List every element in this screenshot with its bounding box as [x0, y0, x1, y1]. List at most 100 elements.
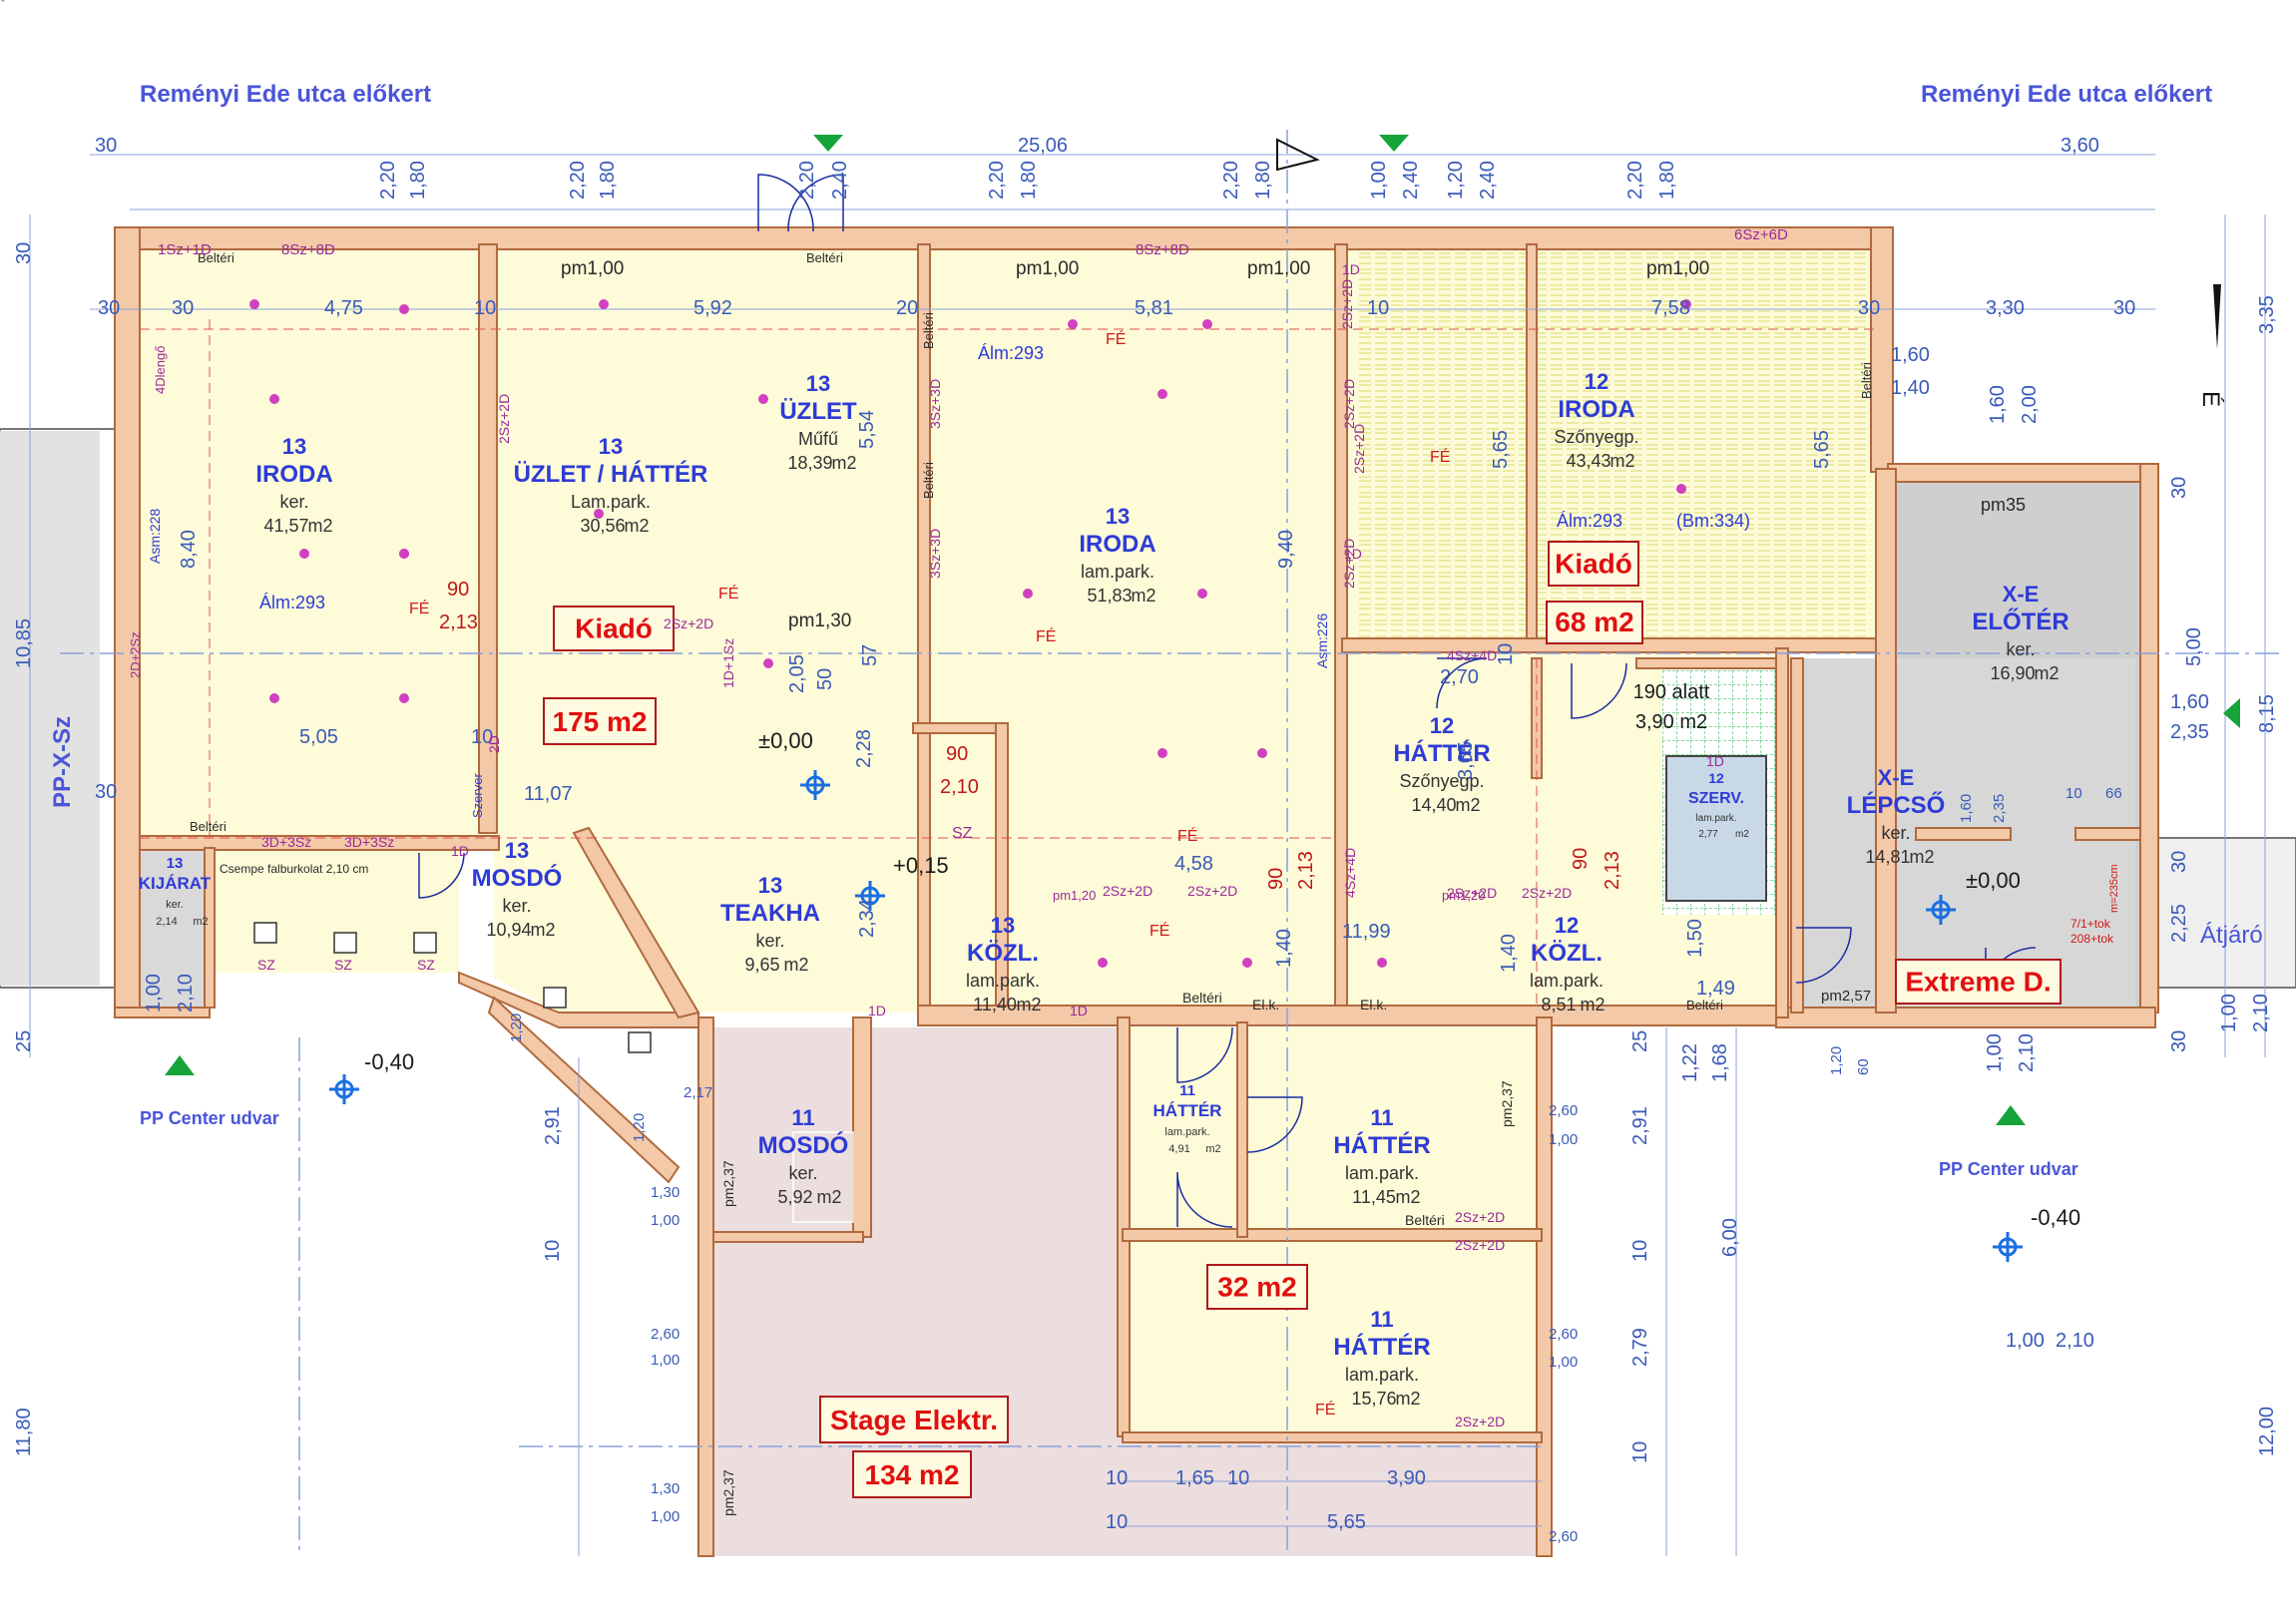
annotation-label: FÉ [409, 599, 429, 617]
dimension-label: 10 [542, 1240, 564, 1262]
annotation-label: 8Sz+8D [281, 241, 335, 258]
room-area: 16,90 [1990, 663, 2035, 683]
room-area-unit: m2 [530, 920, 555, 940]
room-number: 13 [282, 434, 306, 459]
annotation-label: 1D [1342, 261, 1360, 277]
dimension-label: 1,80 [1018, 161, 1040, 200]
room-area: 18,39 [787, 453, 832, 473]
dimension-label: 2,34 [856, 899, 878, 938]
dimension-label: 3,65 [1455, 741, 1477, 780]
level-marker-icon [329, 770, 2023, 1262]
room-area-unit: m2 [1395, 1187, 1420, 1207]
room-floor: ker. [1881, 823, 1910, 843]
dimension-label: 1,60 [1958, 794, 1975, 823]
dimension-label: 30 [95, 781, 117, 803]
dimension-label: 30 [95, 135, 117, 157]
annotation-label: Beltéri [190, 819, 227, 834]
annotation-label: (Bm:334) [1676, 511, 1750, 531]
room-floor: ker. [788, 1163, 817, 1183]
dimension-label: 2,70 [1440, 666, 1479, 688]
room-number: 12 [1708, 770, 1724, 786]
room-floor: lam.park. [1695, 813, 1736, 824]
annotation-label: pm1,20 [1442, 888, 1485, 903]
dimension-label: 6,00 [1719, 1218, 1741, 1257]
annotation-label: SZ [334, 957, 352, 973]
dimension-label: 2,60 [1549, 1528, 1578, 1545]
dimension-label: 2,40 [1400, 161, 1422, 200]
room-number: 11 [1179, 1082, 1195, 1099]
dimension-label: 2,00 [2019, 385, 2041, 424]
room-floor: ker. [2006, 639, 2035, 659]
annotation-label: 4Sz+4D [1342, 848, 1358, 898]
dimension-label: 25 [1629, 1030, 1651, 1052]
annotation-label: 2D [486, 735, 502, 753]
annotation-label: 2Sz+2D [664, 615, 713, 631]
room-area: 8,51 [1541, 995, 1576, 1014]
room-number: X-E [1878, 765, 1915, 790]
dimension-label: 10 [1629, 1441, 1651, 1463]
dimension-label: 2,13 [439, 611, 478, 633]
room-area: 9,65 [744, 955, 779, 975]
dimension-label: 1,30 [651, 1480, 680, 1497]
dimension-label: 30 [1858, 297, 1880, 319]
dimension-label: 2,10 [175, 974, 197, 1013]
room-floor: lam.park. [1345, 1163, 1419, 1183]
dimension-label: 2,20 [796, 161, 818, 200]
room-floor: ker. [502, 896, 531, 916]
annotation-label: Beltéri [921, 312, 936, 349]
dimension-label: 1,50 [1684, 919, 1706, 958]
room-area: 30,56 [580, 516, 625, 536]
annotation-label: pm1,00 [2, 1, 6, 3]
annotation-label: 4Sz+4D [1447, 647, 1497, 663]
dimension-label: 2,20 [377, 161, 399, 200]
dimension-label: 4,75 [324, 297, 363, 319]
dimension-label: 50 [814, 668, 836, 690]
level-floor-main: ±0,00 [758, 728, 813, 753]
room-floor: ker. [755, 931, 784, 951]
axis-lines [60, 130, 2285, 1556]
annotation-label: FÉ [1036, 626, 1056, 645]
level-step: +0,15 [893, 853, 949, 878]
room-fills [120, 244, 2140, 1556]
annotation-label: FÉ [718, 584, 738, 603]
annotation-label: 6Sz+6D [1734, 226, 1788, 243]
annotation-label: 7/1+tok [2070, 917, 2111, 931]
dimension-label: 1,22 [1679, 1043, 1701, 1082]
room-name: ÜZLET [779, 398, 857, 425]
dimension-label: 25 [13, 1030, 35, 1052]
dimension-label: 9,40 [1275, 530, 1297, 569]
dimension-label: 8,40 [178, 530, 200, 569]
dimension-label: 30 [2168, 1030, 2190, 1052]
room-name: IRODA [1558, 396, 1634, 423]
area-box-frame [1548, 541, 1639, 587]
courtyard-label-right: PP Center udvar [1939, 1159, 2078, 1179]
room-area-unit: m2 [193, 916, 208, 928]
annotation-label: 208+tok [2070, 932, 2114, 946]
annotation-label: FÉ [1149, 921, 1169, 940]
dimension-label: 2,20 [1220, 161, 1242, 200]
dimension-label: 1,30 [651, 1184, 680, 1201]
dimension-label: 2,13 [1602, 851, 1623, 890]
level-ext-right: -0,40 [2031, 1205, 2080, 1230]
dimension-label: 2,10 [2250, 994, 2272, 1032]
room-floor: lam.park. [1164, 1126, 1209, 1138]
annotation-label: 4Dlengő [153, 346, 168, 394]
entrance-marker-icon [813, 135, 843, 152]
annotation-label: pm1,00 [1247, 258, 1310, 279]
area-box-frame [543, 697, 657, 745]
room-name: KÖZL. [967, 940, 1039, 967]
area-box-text: 134 m2 [865, 1459, 960, 1490]
annotation-label: 2Sz+2D [1455, 1209, 1505, 1225]
dimension-label: 1,80 [1252, 161, 1274, 200]
annotation-label: 3D+3Sz [261, 834, 311, 850]
annotation-label: FÉ [1177, 826, 1197, 845]
room-name: IRODA [255, 461, 332, 488]
annotation-label: FÉ [1, 0, 3, 2]
area-box-frame [852, 1450, 972, 1498]
